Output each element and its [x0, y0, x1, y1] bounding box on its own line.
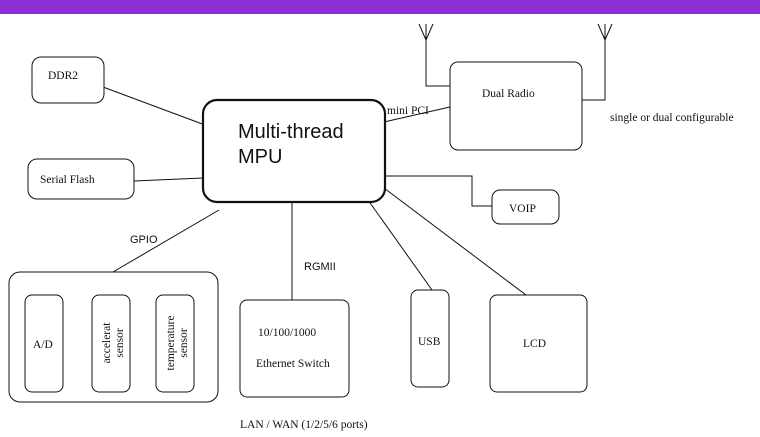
accel-label-line2: sensor: [114, 328, 126, 358]
ddr2-box: [31, 56, 105, 104]
mpu-box: [201, 98, 387, 204]
flash-to-mpu-line: [133, 177, 204, 182]
ddr2-label: DDR2: [48, 70, 78, 82]
temp-label-line1: temperature: [165, 316, 177, 371]
ethernet-switch-box: [239, 299, 350, 398]
dual-radio-label: Dual Radio: [482, 88, 535, 100]
ad-box: [24, 294, 64, 393]
top-accent-bar: [0, 0, 760, 14]
mpu-label-line2: MPU: [238, 146, 282, 168]
accel-label-line1: accelerat: [101, 322, 113, 364]
usb-box: [410, 289, 450, 388]
rgmii-label: RGMII: [304, 261, 336, 273]
mpu-to-radio-line: [383, 106, 451, 123]
ethernet-label-line2: Ethernet Switch: [256, 358, 330, 370]
temp-label-line2: sensor: [178, 328, 190, 358]
mpu-to-usb-line: [367, 199, 433, 291]
mpu-to-voip-line: [384, 175, 492, 207]
mini-pci-label: mini PCI: [387, 105, 429, 117]
voip-box: [491, 189, 560, 225]
accel-sensor-box: [91, 294, 131, 393]
voip-label: VOIP: [509, 203, 536, 215]
radio-config-label: single or dual configurable: [610, 112, 734, 124]
temperature-sensor-box: [155, 294, 195, 393]
serial-flash-box: [27, 158, 135, 200]
lcd-box: [489, 294, 588, 393]
mpu-to-lcd-line: [383, 187, 527, 296]
antenna-left-icon: [418, 23, 434, 42]
connectors: [102, 23, 613, 300]
serial-flash-label: Serial Flash: [40, 174, 95, 186]
lcd-label: LCD: [523, 338, 546, 350]
antenna-left-mast: [425, 24, 450, 87]
dual-radio-box: [449, 61, 583, 151]
usb-label: USB: [418, 336, 441, 348]
ethernet-label-line1: 10/100/1000: [258, 327, 316, 339]
gpio-label: GPIO: [130, 234, 158, 246]
antenna-right-mast: [582, 24, 606, 101]
lan-wan-label: LAN / WAN (1/2/5/6 ports): [240, 419, 368, 431]
ddr2-to-mpu-line: [102, 86, 206, 126]
antenna-right-icon: [597, 23, 613, 42]
temperature-sensor-text: temperature sensor: [165, 316, 190, 371]
gpio-line: [112, 209, 220, 273]
ad-label: A/D: [33, 339, 53, 351]
accel-sensor-text: accelerat sensor: [101, 322, 126, 364]
mpu-label-line1: Multi-thread: [238, 121, 344, 143]
